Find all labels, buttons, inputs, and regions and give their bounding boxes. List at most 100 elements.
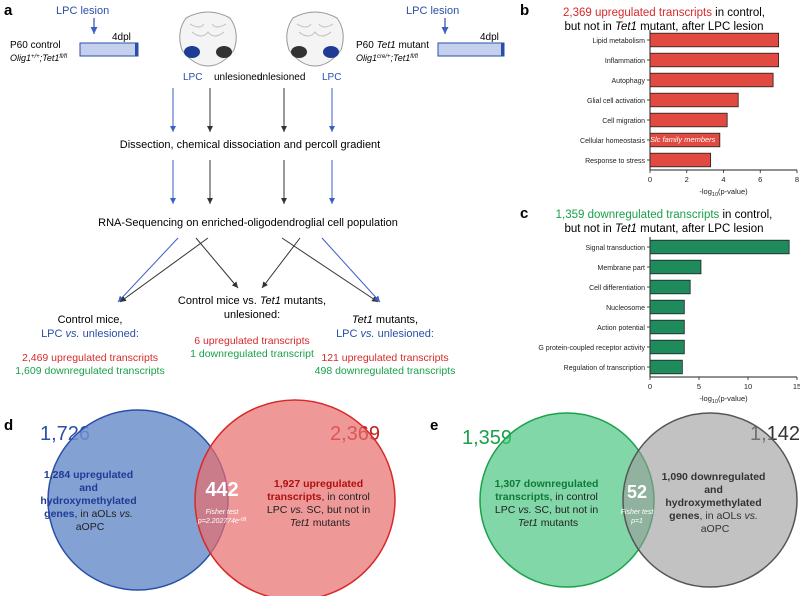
venn-d-fisher-p: p=2.202774e-08 bbox=[197, 517, 247, 525]
chart-b-bar bbox=[649, 72, 774, 88]
panel-d-letter: d bbox=[4, 417, 13, 434]
timeline-end-left bbox=[135, 43, 138, 56]
arrow-out-mid-left bbox=[195, 237, 239, 289]
outcome-right-up: 121 upregulated transcripts bbox=[321, 352, 448, 364]
venn-e-left-text: 1,307 downregulated transcripts, in cont… bbox=[495, 478, 602, 529]
step-rnaseq: RNA-Sequencing on enriched-oligodendrogl… bbox=[98, 217, 398, 229]
chart-c-category-label: Membrane part bbox=[598, 265, 646, 272]
chart-c-x-tick-label: 10 bbox=[744, 382, 752, 391]
arrow-out-right-black bbox=[281, 237, 379, 303]
chart-b-bar bbox=[649, 152, 712, 168]
label-lpc-left: LPC bbox=[183, 72, 202, 83]
lesion-site-right bbox=[323, 46, 339, 58]
venn-e-overlap: 52 bbox=[627, 482, 647, 502]
chart-c-x-tick-label: 0 bbox=[648, 382, 652, 391]
chart-c-bar bbox=[649, 359, 683, 375]
chart-b-bar bbox=[649, 112, 728, 128]
outcome-mid-down: 1 downregulated transcript bbox=[190, 348, 314, 360]
label-unlesioned-right: unlesioned bbox=[257, 72, 305, 83]
panel-a: a LPC lesion P60 control Olig1+/+;Tet1fl… bbox=[4, 2, 505, 377]
chart-b-category-label: Cell migration bbox=[602, 118, 645, 125]
chart-c-x-tick-label: 5 bbox=[697, 382, 701, 391]
chart-c-category-label: Cell differentiation bbox=[589, 285, 645, 292]
panel-c-title-line2: but not in Tet1 mutant, after LPC lesion bbox=[564, 223, 763, 235]
outcome-right-down: 498 downregulated transcripts bbox=[315, 365, 456, 377]
control-title: P60 control bbox=[10, 40, 61, 51]
outcome-left-up: 2,469 upregulated transcripts bbox=[22, 352, 158, 364]
chart-b-x-tick-label: 8 bbox=[795, 175, 799, 184]
chart-b: Lipid metabolismInflammationAutophagyGli… bbox=[580, 30, 799, 198]
panel-e-letter: e bbox=[430, 417, 438, 434]
panel-b-letter: b bbox=[520, 2, 529, 19]
chart-c-bar bbox=[649, 279, 691, 295]
panel-e: e 1,359 1,142 1,307 downregulated transc… bbox=[430, 412, 800, 588]
arrow-out-left-black bbox=[119, 237, 209, 303]
control-genotype: Olig1+/+;Tet1fl/fl bbox=[10, 53, 68, 63]
chart-c-category-label: Regulation of transcription bbox=[564, 365, 645, 372]
dpl-right: 4dpl bbox=[480, 32, 499, 43]
mutant-genotype: Olig1cre/+;Tet1fl/fl bbox=[356, 53, 419, 63]
arrow-out-mid-right bbox=[261, 237, 301, 289]
chart-b-bar bbox=[649, 52, 780, 68]
venn-d-fisher-label: Fisher test bbox=[206, 509, 240, 516]
unlesioned-site-left bbox=[216, 46, 232, 58]
lesion-site-left bbox=[184, 46, 200, 58]
chart-c-bar bbox=[649, 239, 790, 255]
panel-b: b 2,369 upregulated transcripts in contr… bbox=[520, 2, 799, 198]
chart-c-category-label: Signal transduction bbox=[585, 245, 645, 252]
label-lpc-right: LPC bbox=[322, 72, 341, 83]
chart-b-x-tick-label: 2 bbox=[685, 175, 689, 184]
venn-e-right-text: 1,090 downregulated and hydroxymethylate… bbox=[662, 471, 769, 535]
slc-family-overlay: Slc family members bbox=[650, 135, 716, 144]
timeline-end-right bbox=[501, 43, 504, 56]
outcome-mid-line1: Control mice vs. Tet1 mutants, bbox=[178, 295, 326, 307]
chart-b-x-tick-label: 6 bbox=[758, 175, 762, 184]
panel-c-letter: c bbox=[520, 205, 528, 222]
chart-b-category-label: Lipid metabolism bbox=[592, 38, 645, 45]
arrow-out-right-blue bbox=[321, 237, 381, 303]
chart-c-category-label: Nucleosome bbox=[606, 305, 645, 312]
venn-e-left-total: 1,359 bbox=[462, 427, 512, 449]
timeline-bar-right bbox=[437, 42, 505, 57]
mutant-title: P60 Tet1 mutant bbox=[356, 40, 429, 51]
outcome-left-down: 1,609 downregulated transcripts bbox=[15, 365, 164, 377]
chart-b-x-tick-label: 4 bbox=[721, 175, 725, 184]
venn-e-fisher-p: p=1 bbox=[630, 518, 643, 525]
outcome-mid-line2: unlesioned: bbox=[224, 309, 280, 321]
outcome-right-line2: LPC vs. unlesioned: bbox=[336, 328, 434, 340]
chart-c-category-label: G protein-coupled receptor activity bbox=[538, 345, 645, 352]
outcome-left-line2: LPC vs. unlesioned: bbox=[41, 328, 139, 340]
timeline-bar-left bbox=[79, 42, 139, 57]
panel-b-title-line1: 2,369 upregulated transcripts in control… bbox=[563, 7, 765, 19]
venn-d-right-circle bbox=[194, 399, 396, 596]
venn-d-left-text: 1,284 upregulated and hydroxymethylated … bbox=[40, 469, 139, 533]
chart-b-category-label: Inflammation bbox=[605, 58, 645, 65]
chart-b-x-tick-label: 0 bbox=[648, 175, 652, 184]
chart-b-x-axis-label: -log10(p-value) bbox=[699, 187, 748, 198]
lpc-lesion-label-right: LPC lesion bbox=[406, 5, 459, 17]
spinal-cord-mutant-icon bbox=[286, 11, 344, 67]
chart-c-bar bbox=[649, 259, 702, 275]
chart-c-x-tick-label: 15 bbox=[793, 382, 800, 391]
chart-b-category-label: Glial cell activation bbox=[587, 98, 645, 105]
chart-b-category-label: Response to stress bbox=[585, 158, 645, 165]
step-dissection: Dissection, chemical dissociation and pe… bbox=[120, 139, 380, 151]
chart-c-bar bbox=[649, 339, 685, 355]
panel-a-letter: a bbox=[4, 2, 13, 19]
venn-e-right-circle bbox=[622, 412, 798, 588]
chart-b-category-label: Autophagy bbox=[612, 78, 646, 85]
chart-c-bar bbox=[649, 299, 685, 315]
label-unlesioned-left: unlesioned bbox=[214, 72, 262, 83]
lpc-lesion-label-left: LPC lesion bbox=[56, 5, 109, 17]
outcome-right-line1: Tet1 mutants, bbox=[352, 314, 418, 326]
chart-b-bar bbox=[649, 32, 780, 48]
chart-c-category-label: Action potential bbox=[597, 325, 645, 332]
venn-d-right-text: 1,927 upregulated transcripts, in contro… bbox=[267, 478, 373, 529]
spinal-cord-control-icon bbox=[179, 11, 237, 67]
chart-c-x-axis-label: -log10(p-value) bbox=[699, 394, 748, 405]
venn-d-overlap: 442 bbox=[205, 479, 238, 501]
chart-b-bar bbox=[649, 92, 739, 108]
panel-d: d 1,726 2,369 1,284 upregulated and hydr… bbox=[4, 399, 396, 596]
dpl-left: 4dpl bbox=[112, 32, 131, 43]
